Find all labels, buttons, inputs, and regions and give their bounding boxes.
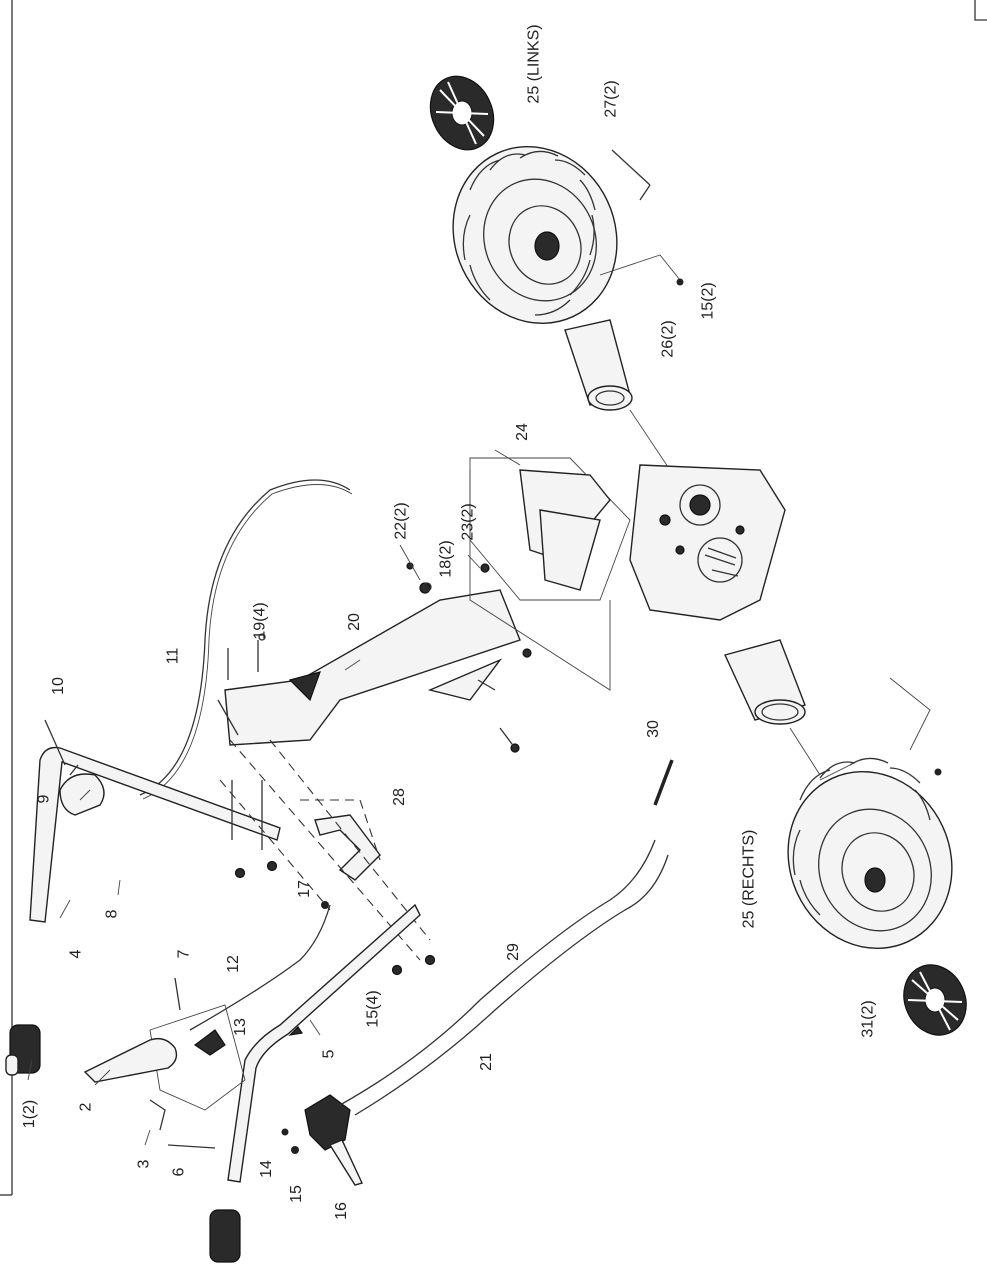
callout-20: 20	[345, 613, 363, 631]
callout-14: 14	[257, 1160, 275, 1178]
clutch-lever	[304, 1094, 363, 1186]
left-axle-pin	[611, 149, 651, 186]
throttle-cable-inner	[142, 484, 353, 800]
bolt-7	[174, 977, 181, 1011]
right-pin-leader	[889, 677, 931, 751]
handle-frame	[224, 589, 521, 746]
assembly-dash-2	[269, 739, 431, 941]
right-hubcap	[903, 964, 967, 1036]
callout-5: 5	[320, 1049, 338, 1059]
axle-line-bottom	[789, 727, 821, 776]
leader-lines	[27, 449, 521, 1146]
callout-12: 12	[224, 955, 242, 973]
throttle-cable	[139, 479, 351, 796]
frame-outline	[469, 470, 611, 691]
callout-28: 28	[390, 788, 408, 806]
left-nut	[676, 278, 684, 286]
callout-6: 6	[170, 1167, 188, 1177]
control-plate	[149, 1004, 246, 1111]
callout-25-rechts: 25 (RECHTS)	[740, 829, 758, 929]
cable-21	[339, 839, 656, 1106]
assembly-dash-1	[229, 739, 421, 961]
left-hubcap	[429, 75, 495, 151]
callout-15-2: 15(2)	[699, 282, 717, 320]
corner-bracket	[974, 0, 987, 21]
nut-17	[321, 901, 329, 909]
throttle-control	[44, 719, 105, 816]
callout-26: 26(2)	[659, 320, 677, 358]
mount-bracket	[314, 814, 381, 881]
bolt-18	[422, 582, 432, 592]
right-nut	[934, 768, 942, 776]
grip-top	[5, 1024, 41, 1076]
callout-2: 2	[77, 1102, 95, 1112]
cable-29	[354, 854, 669, 1116]
callout-22: 22(2)	[392, 502, 410, 540]
callout-17: 17	[295, 880, 313, 898]
spring	[149, 1099, 166, 1131]
callout-13: 13	[231, 1018, 249, 1036]
callout-11: 11	[164, 647, 182, 665]
callout-3: 3	[135, 1159, 153, 1169]
clutch-cable	[189, 904, 331, 1031]
left-nut-leader	[599, 254, 681, 281]
axle-sleeve-right	[724, 639, 806, 725]
grip-bottom	[209, 1209, 241, 1263]
callout-7: 7	[175, 949, 193, 959]
callout-15: 15	[287, 1185, 305, 1203]
callout-19: 19(4)	[251, 602, 269, 640]
callout-9: 9	[35, 794, 53, 804]
callout-1: 1(2)	[21, 1099, 39, 1129]
right-wheel	[787, 757, 953, 949]
axle-line-top	[629, 409, 671, 471]
axle-sleeve-left	[564, 319, 633, 411]
gearbox	[629, 464, 786, 621]
right-axle-leader	[819, 759, 861, 781]
callout-23: 23(2)	[459, 503, 477, 541]
upper-handlebar	[29, 746, 281, 923]
left-wheel	[452, 146, 618, 324]
callout-30: 30	[644, 720, 662, 738]
callout-25-links: 25 (LINKS)	[525, 24, 543, 104]
bracket-outline	[300, 799, 381, 861]
chain-cover	[469, 457, 631, 601]
bolt-19	[258, 633, 266, 641]
callout-10: 10	[49, 677, 67, 695]
callout-24: 24	[513, 423, 531, 441]
callout-31: 31(2)	[859, 1000, 877, 1038]
cable-30	[653, 759, 674, 806]
callout-8: 8	[103, 909, 121, 919]
callout-29: 29	[504, 943, 522, 961]
assembly-dash-3	[219, 779, 331, 911]
callout-16: 16	[332, 1202, 350, 1220]
engage-lever	[83, 1029, 226, 1083]
callout-18: 18(2)	[437, 540, 455, 578]
callout-27: 27(2)	[602, 80, 620, 118]
left-pin-leader	[639, 184, 651, 201]
callout-4: 4	[67, 949, 85, 959]
callout-21: 21	[477, 1053, 495, 1071]
lower-handlebar	[227, 903, 436, 1183]
nut-15	[291, 1146, 299, 1154]
bolt-6	[167, 1144, 216, 1149]
nut-14	[281, 1128, 289, 1136]
callout-15-4: 15(4)	[364, 990, 382, 1028]
